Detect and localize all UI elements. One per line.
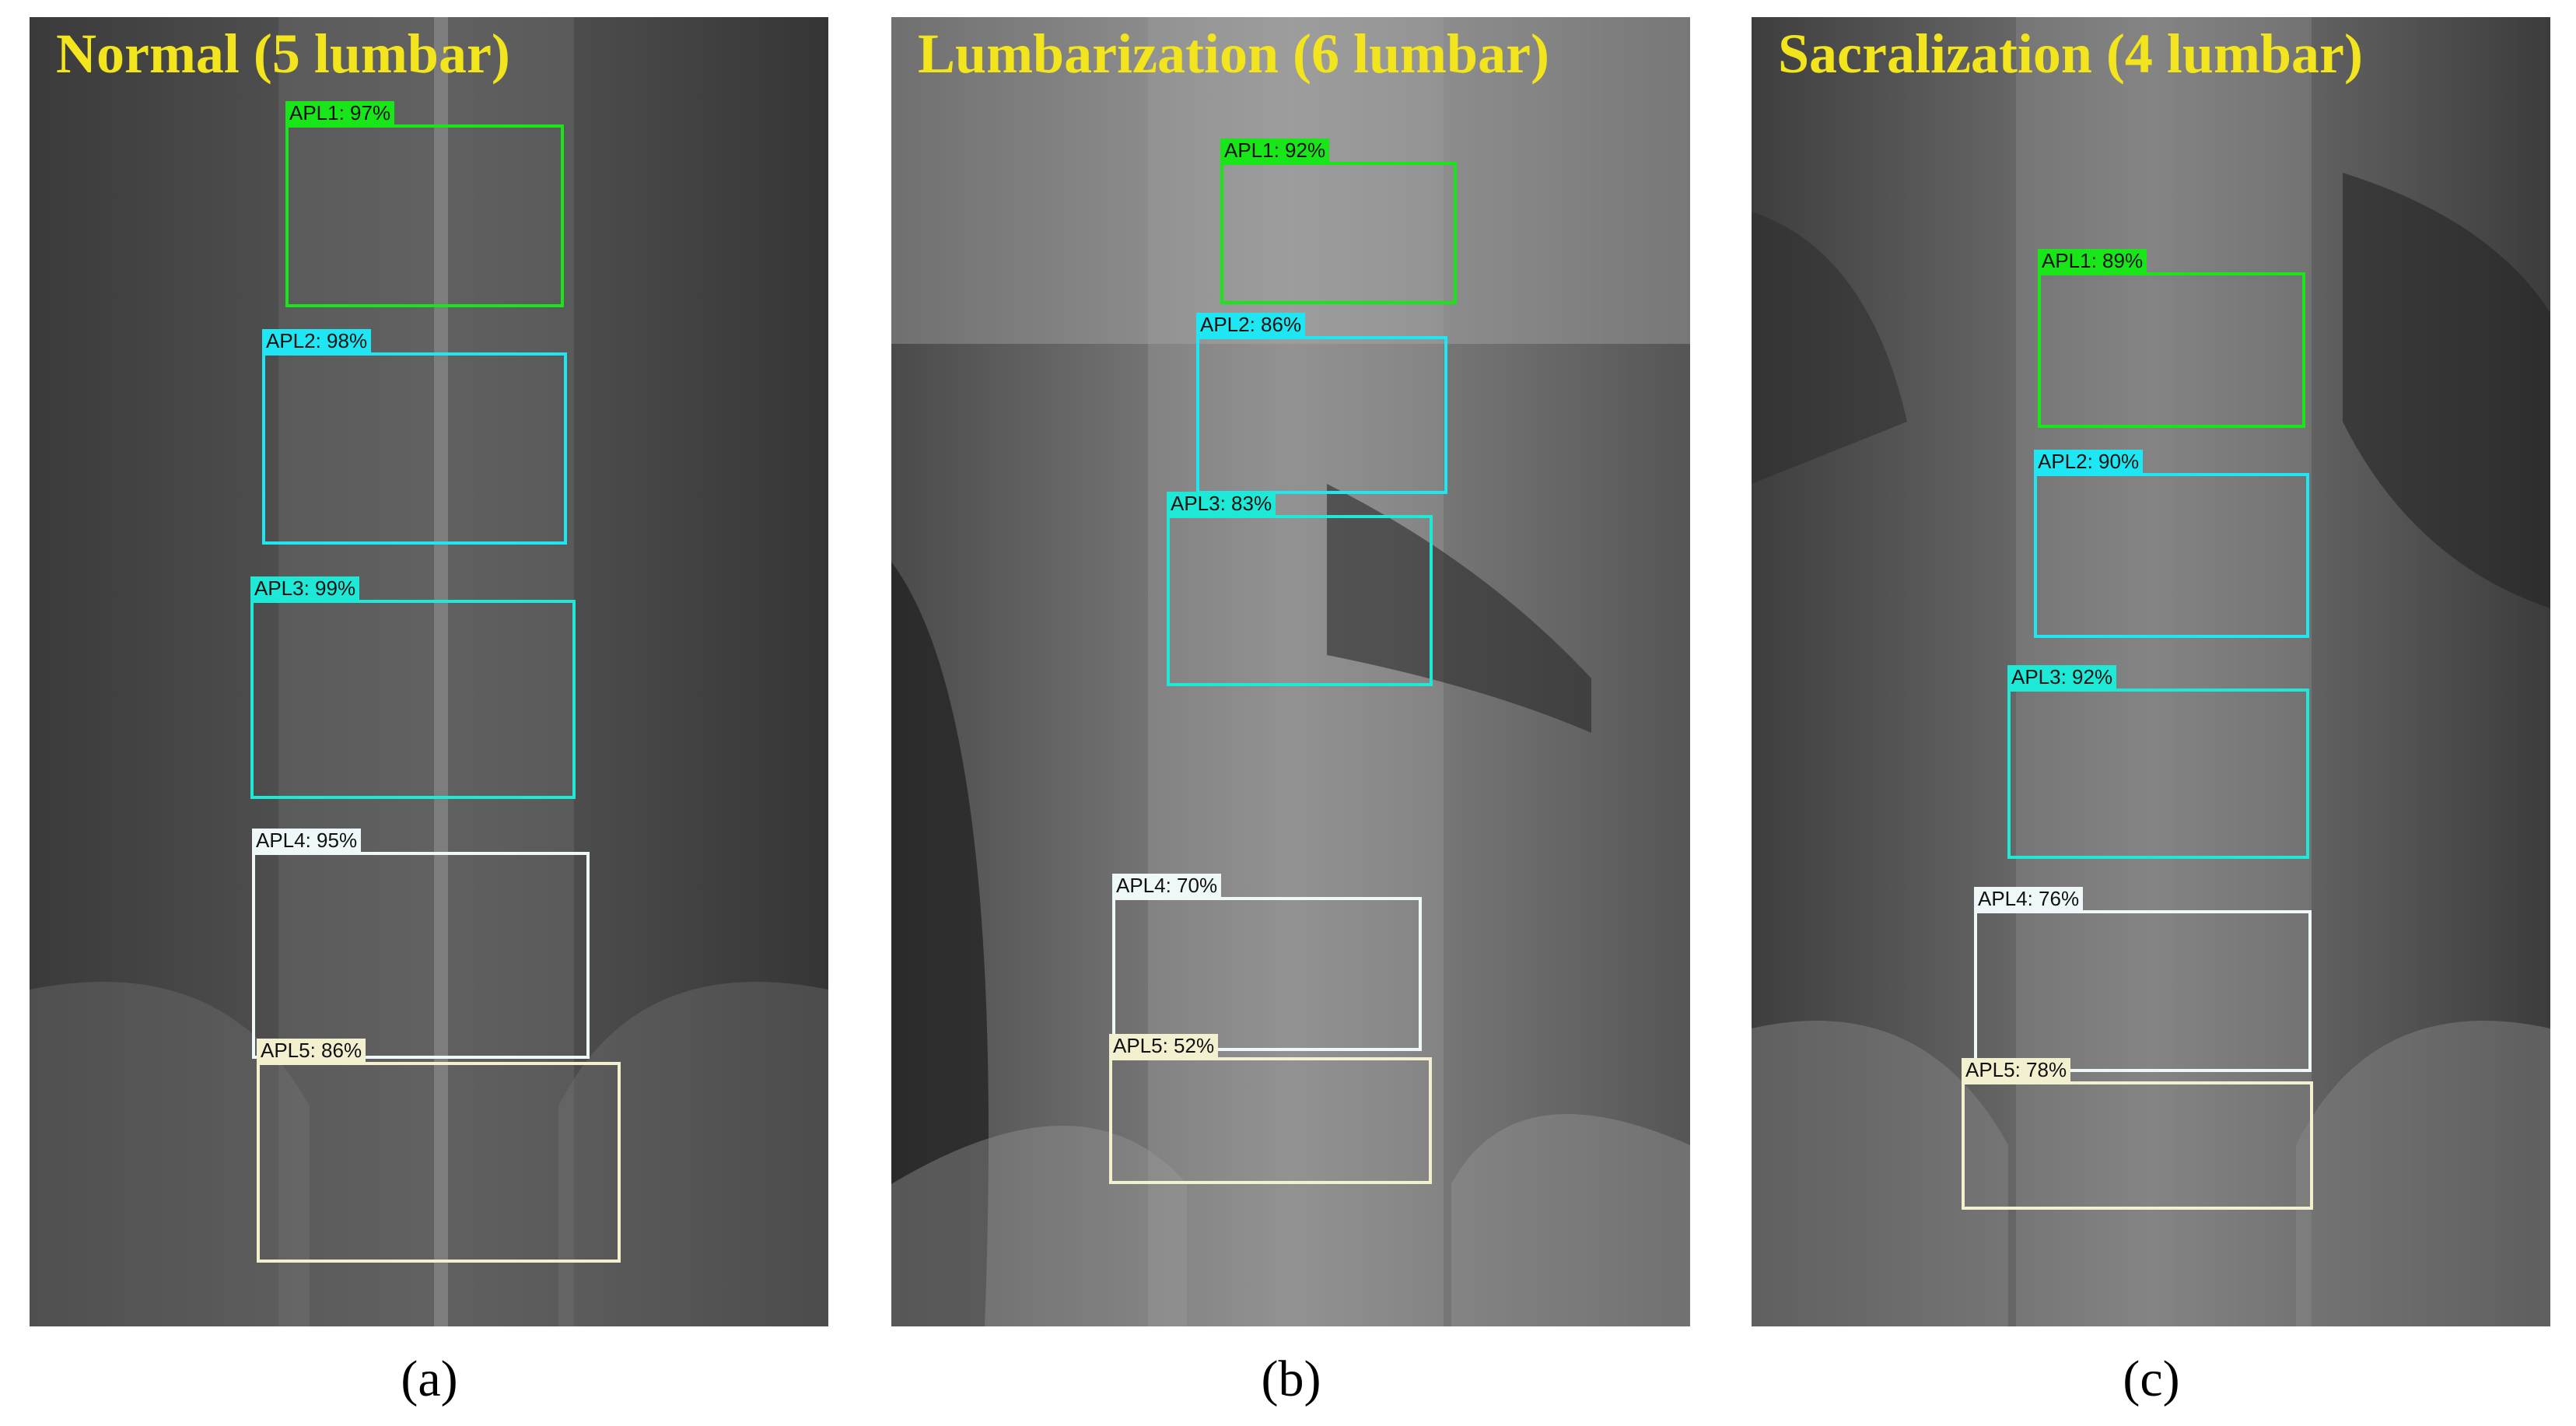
vertebra-box-apl5: APL5: 52%	[1109, 1034, 1432, 1184]
caption-a: (a)	[401, 1351, 458, 1407]
xray-image-c	[1752, 17, 2550, 1326]
vertebra-box-apl5: APL5: 78%	[1962, 1058, 2313, 1210]
caption-c: (c)	[2123, 1351, 2180, 1407]
vertebra-box-apl2: APL2: 86%	[1196, 313, 1447, 494]
vertebra-box-apl3: APL3: 92%	[2007, 665, 2309, 859]
vertebra-box-apl3: APL3: 99%	[250, 576, 576, 799]
vertebra-box-apl1: APL1: 89%	[2038, 249, 2305, 428]
vertebra-box-apl4: APL4: 95%	[252, 829, 590, 1059]
detection-label: APL2: 90%	[2034, 450, 2144, 473]
vertebra-box-apl4: APL4: 76%	[1974, 887, 2312, 1072]
vertebra-box-apl2: APL2: 90%	[2034, 450, 2309, 638]
vertebra-box-apl3: APL3: 83%	[1167, 492, 1433, 686]
detection-label: APL4: 70%	[1112, 874, 1222, 897]
vertebra-box-apl1: APL1: 92%	[1220, 138, 1457, 304]
vertebra-box-apl2: APL2: 98%	[262, 329, 567, 545]
vertebra-box-apl1: APL1: 97%	[285, 101, 564, 307]
caption-b: (b)	[1261, 1351, 1321, 1407]
detection-label: APL2: 98%	[262, 329, 372, 352]
detection-label: APL5: 78%	[1962, 1058, 2071, 1081]
detection-label: APL4: 76%	[1974, 887, 2084, 910]
panel-title: Lumbarization (6 lumbar)	[918, 23, 1550, 85]
detection-label: APL3: 83%	[1167, 492, 1276, 515]
xray-panel-b: Lumbarization (6 lumbar) APL1: 92% APL2:…	[891, 17, 1690, 1326]
detection-label: APL5: 52%	[1109, 1034, 1219, 1057]
detection-label: APL3: 99%	[250, 576, 360, 600]
detection-label: APL4: 95%	[252, 829, 362, 852]
detection-label: APL5: 86%	[257, 1039, 366, 1062]
detection-label: APL1: 92%	[1220, 138, 1330, 162]
detection-label: APL1: 89%	[2038, 249, 2147, 272]
panel-title: Normal (5 lumbar)	[56, 23, 510, 85]
vertebra-box-apl5: APL5: 86%	[257, 1039, 621, 1263]
xray-image-a	[30, 17, 828, 1326]
xray-image-b	[891, 17, 1690, 1326]
xray-panel-c: Sacralization (4 lumbar) APL1: 89% APL2:…	[1752, 17, 2550, 1326]
xray-panel-a: Normal (5 lumbar) APL1: 97% APL2: 98% AP…	[30, 17, 828, 1326]
detection-label: APL2: 86%	[1196, 313, 1306, 336]
panel-title: Sacralization (4 lumbar)	[1778, 23, 2363, 85]
vertebra-box-apl4: APL4: 70%	[1112, 874, 1422, 1051]
detection-label: APL1: 97%	[285, 101, 395, 124]
detection-label: APL3: 92%	[2007, 665, 2117, 688]
